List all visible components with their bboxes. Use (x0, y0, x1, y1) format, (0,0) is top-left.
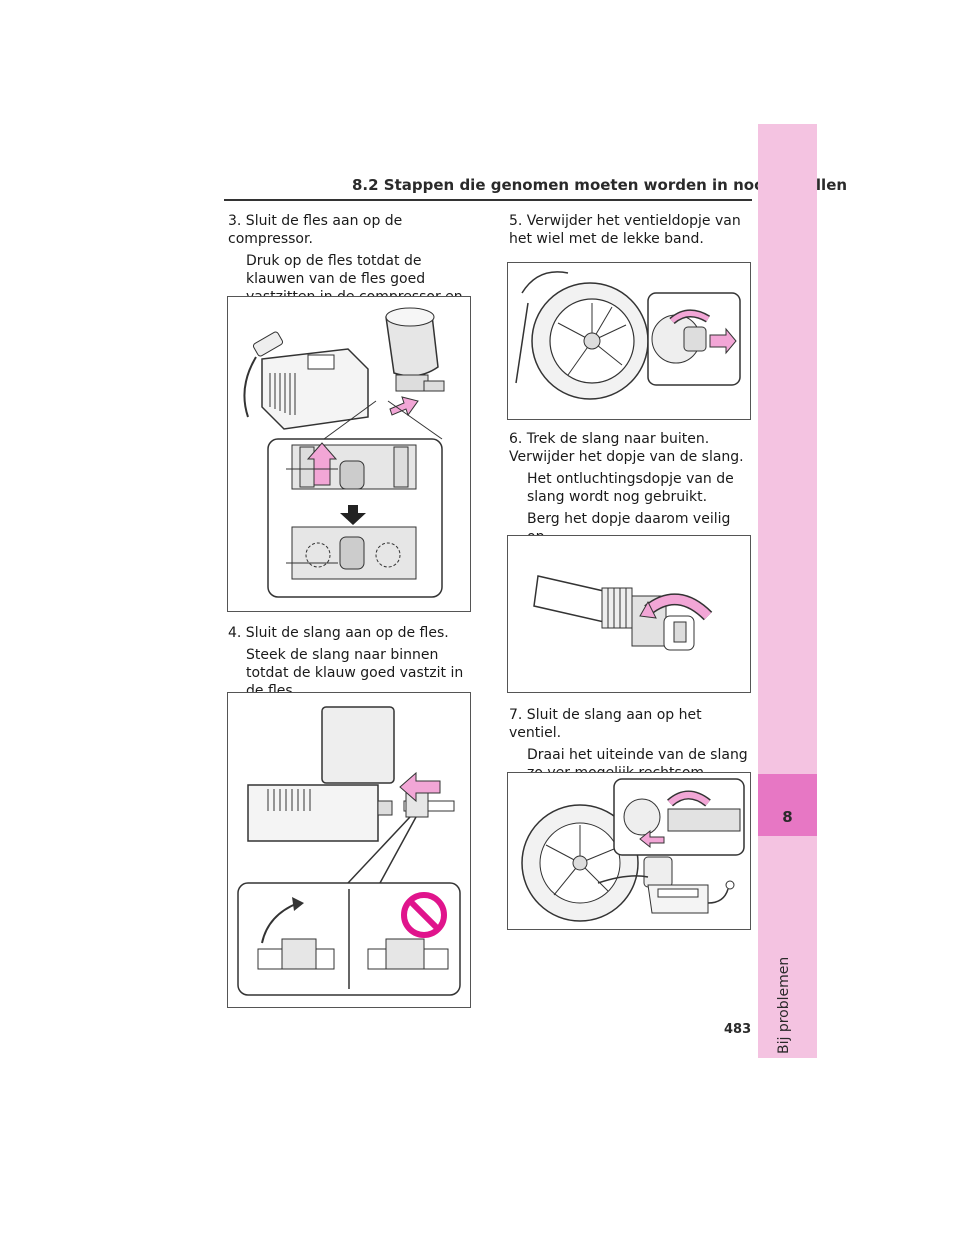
page-number: 483 (724, 1022, 752, 1037)
compressor-bottle-illustration (243, 307, 445, 598)
figure-hose-on-bottle (227, 692, 471, 1008)
wheel-valve-cap-illustration (515, 271, 741, 400)
step-4-title: 4. Sluit de slang aan op de fles. (228, 625, 449, 641)
figure-remove-hose-cap (507, 535, 751, 693)
hose-valve-illustration (521, 778, 745, 922)
header-divider (224, 199, 752, 201)
page-header: 8.2 Stappen die genomen moeten worden in… (352, 176, 848, 194)
figure-bottle-on-compressor (227, 296, 471, 612)
hose-cap-illustration (533, 575, 713, 651)
figure-remove-valve-cap (507, 262, 751, 420)
step-5-title: 5. Verwijder het ventieldopje van het wi… (509, 213, 741, 247)
step-3-title: 3. Sluit de fles aan op de compressor. (228, 213, 403, 247)
chapter-number-box: 8 (758, 774, 817, 836)
step-7-title: 7. Sluit de slang aan op het ventiel. (509, 707, 702, 741)
step-6-title: 6. Trek de slang naar buiten. Verwijder … (509, 431, 744, 465)
chapter-title: Bij problemen (776, 956, 792, 1054)
figure-hose-on-valve (507, 772, 751, 930)
chapter-number: 8 (782, 808, 793, 826)
chapter-side-tab: 8 Bij problemen (758, 124, 817, 1058)
hose-bottle-illustration (237, 706, 461, 996)
step-6-text-1: Het ontluchtingsdopje van de slang wordt… (527, 471, 734, 505)
step-5: 5. Verwijder het ventieldopje van het wi… (509, 212, 754, 252)
step-6: 6. Trek de slang naar buiten. Verwijder … (509, 430, 754, 550)
